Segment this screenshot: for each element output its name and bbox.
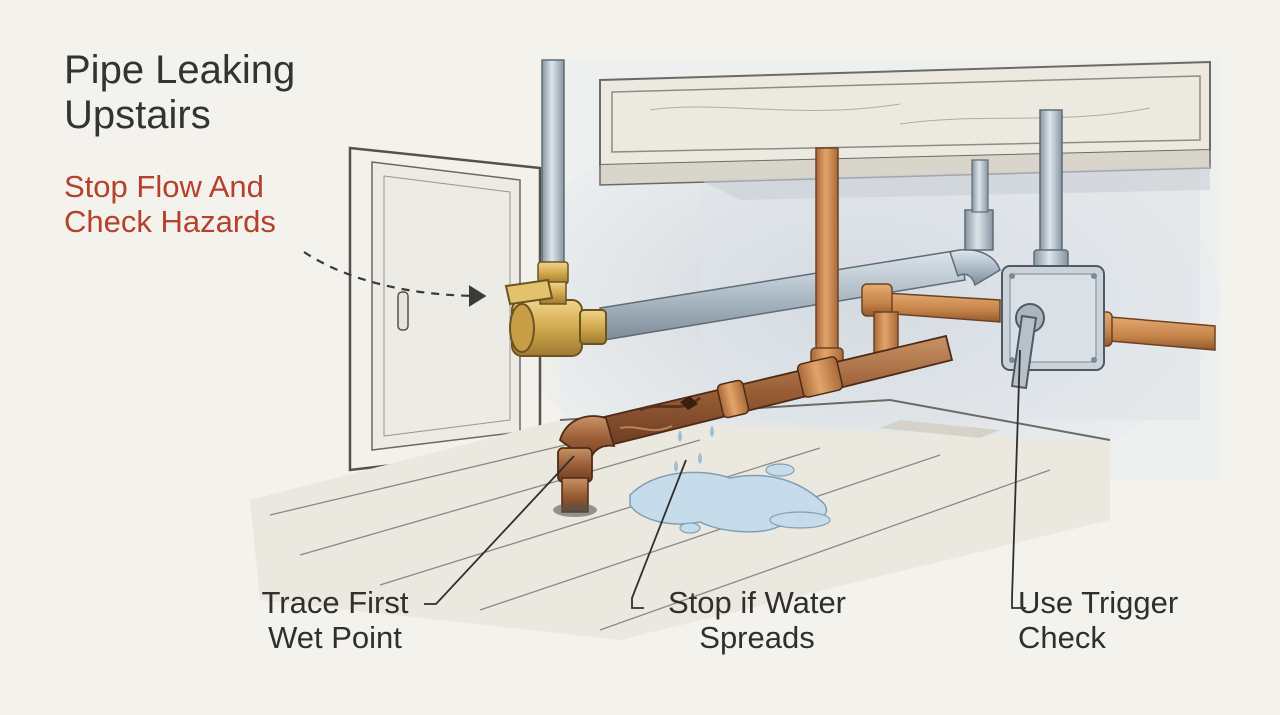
valve-lever xyxy=(504,278,554,306)
overhead-cabinet xyxy=(599,60,1211,200)
callout-line-trigger xyxy=(1011,349,1026,609)
rusty-floor-elbow xyxy=(553,415,616,517)
water-drop xyxy=(698,452,702,464)
box-screw xyxy=(1091,273,1097,279)
box-screw xyxy=(1091,357,1097,363)
brass-shutoff-valve xyxy=(504,278,607,357)
water-puddle xyxy=(629,425,831,534)
callout-line-trace xyxy=(424,455,575,605)
trigger-lever-icon xyxy=(1010,314,1038,390)
water-drop xyxy=(710,425,714,437)
trigger-junction-box xyxy=(1001,109,1105,390)
callout-trace-line-1: Trace First xyxy=(261,585,409,620)
water-drop xyxy=(674,460,678,472)
callout-trigger-line-2: Check xyxy=(1018,619,1106,655)
title-line-1: Pipe Leaking xyxy=(64,48,296,92)
callout-stop-if-water-spreads: Stop if Water Spreads xyxy=(648,585,866,655)
vertical-steel-pipe xyxy=(537,59,569,285)
floor-hole xyxy=(553,503,597,517)
valve-pointer-arrow xyxy=(303,251,487,307)
callout-stop-line-2: Spreads xyxy=(699,619,815,655)
subtitle-line-1: Stop Flow And xyxy=(64,169,264,204)
page-title: Pipe Leaking Upstairs xyxy=(64,48,295,138)
box-screw xyxy=(1009,357,1015,363)
callout-line-stop xyxy=(631,459,687,609)
subtitle-line-2: Check Hazards xyxy=(64,203,276,239)
page-subtitle: Stop Flow And Check Hazards xyxy=(64,169,276,239)
title-line-2: Upstairs xyxy=(64,92,211,137)
callout-trace-line-2: Wet Point xyxy=(268,619,402,655)
box-screw xyxy=(1009,273,1015,279)
floor-boards xyxy=(250,399,1111,640)
callout-trace-first-wet-point: Trace First Wet Point xyxy=(240,585,430,655)
callout-trigger-line-1: Use Trigger xyxy=(1018,585,1179,620)
callout-stop-line-1: Stop if Water xyxy=(667,585,847,620)
callout-use-trigger-check: Use Trigger Check xyxy=(1018,585,1218,655)
copper-riser xyxy=(810,147,844,379)
water-drop xyxy=(678,430,682,442)
door-handle xyxy=(397,291,409,331)
leak-crack xyxy=(680,396,698,410)
